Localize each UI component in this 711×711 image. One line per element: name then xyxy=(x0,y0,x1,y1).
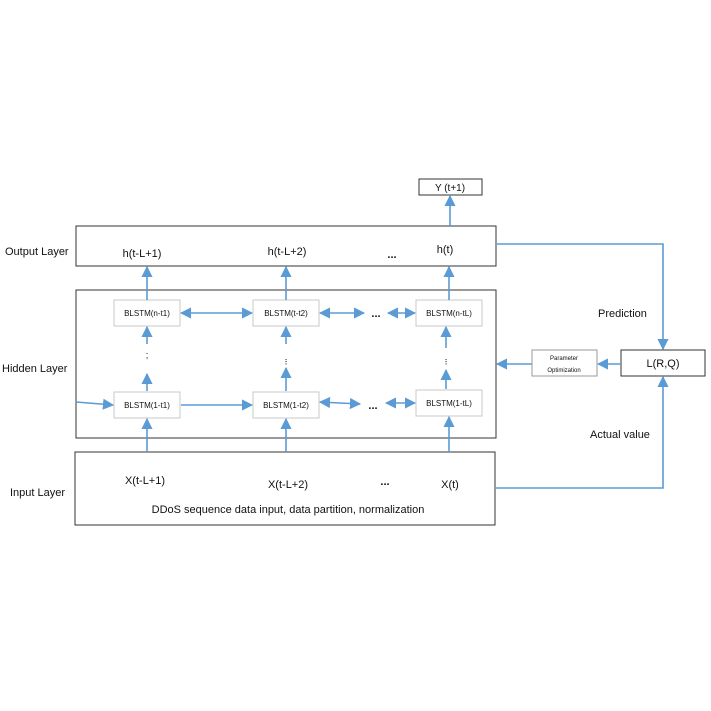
vdots-2: ⁝ xyxy=(285,357,288,367)
cell-top-1-label: BLSTM(n-t1) xyxy=(124,309,170,318)
actual-value-label: Actual value xyxy=(590,429,650,441)
param-opt-line1: Parameter xyxy=(550,356,578,362)
input-layer-box xyxy=(74,451,496,526)
cell-top-2-label: BLSTM(t-t2) xyxy=(264,309,308,318)
output-layer-label: Output Layer xyxy=(5,246,69,258)
input-caption: DDoS sequence data input, data partition… xyxy=(152,504,425,516)
hidden-ellipsis-bottom: ... xyxy=(368,400,377,412)
input-ellipsis: ... xyxy=(380,476,389,488)
input-item-1: X(t-L+1) xyxy=(125,475,165,487)
cell-bottom-3-label: BLSTM(1-tL) xyxy=(426,399,472,408)
output-item-4: h(t) xyxy=(437,244,454,256)
vdots-3: ⁝ xyxy=(445,357,448,367)
param-opt-box xyxy=(531,349,598,377)
prediction-label: Prediction xyxy=(598,308,647,320)
input-item-4: X(t) xyxy=(441,479,459,491)
output-ellipsis: ... xyxy=(387,249,396,261)
y-output-label: Y (t+1) xyxy=(435,183,465,194)
output-layer-box xyxy=(75,225,497,267)
hidden-layer-label: Hidden Layer xyxy=(2,363,68,375)
arrows xyxy=(75,194,669,489)
cell-bottom-1-label: BLSTM(1-t1) xyxy=(124,401,170,410)
hidden-ellipsis-top: ... xyxy=(371,308,380,320)
output-item-2: h(t-L+2) xyxy=(268,246,307,258)
loss-label: L(R,Q) xyxy=(647,358,680,370)
output-item-1: h(t-L+1) xyxy=(123,248,162,260)
cell-bottom-2-label: BLSTM(1-t2) xyxy=(263,401,309,410)
param-opt-line2: Optimization xyxy=(547,368,580,374)
input-layer-label: Input Layer xyxy=(10,487,65,499)
cell-top-3-label: BLSTM(n-tL) xyxy=(426,309,472,318)
input-item-2: X(t-L+2) xyxy=(268,479,308,491)
cell-top-1 xyxy=(113,299,181,327)
vdots-1: ; xyxy=(146,350,149,360)
